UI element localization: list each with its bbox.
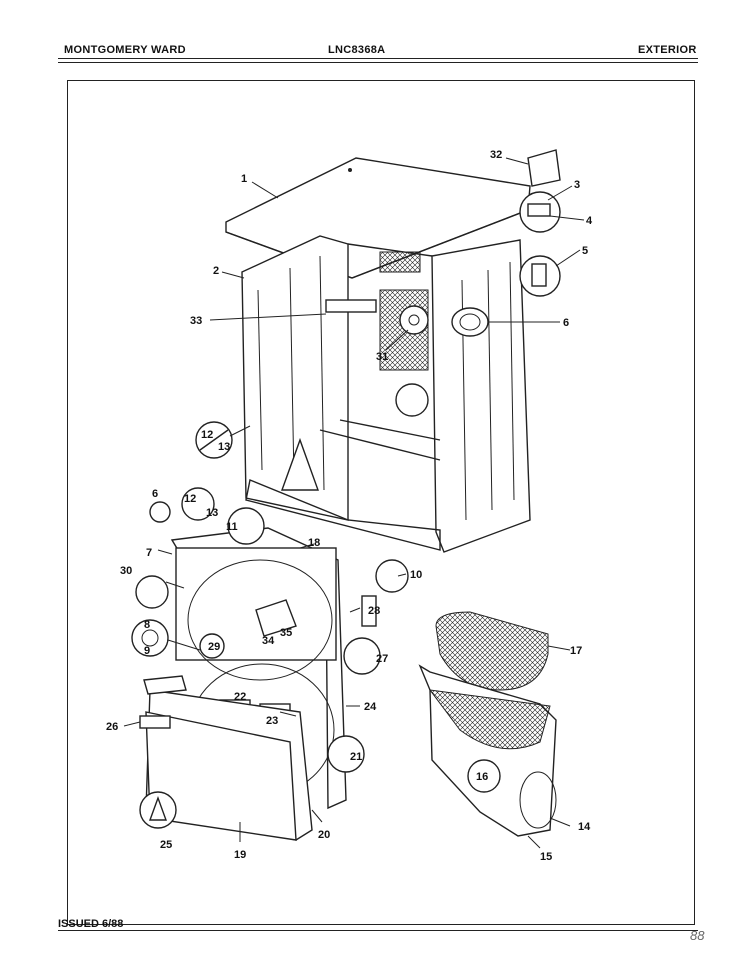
callout-6-rear: 6 [563, 317, 569, 329]
callout-9: 9 [144, 645, 150, 657]
model-number: LNC8368A [328, 44, 386, 56]
callout-2: 2 [213, 265, 219, 277]
callout-33: 33 [190, 315, 202, 327]
callout-11: 11 [226, 521, 238, 533]
lint-filter [435, 611, 549, 691]
callout-31: 31 [376, 351, 388, 363]
brand-label: MONTGOMERY WARD [64, 44, 186, 56]
callout-25: 25 [160, 839, 172, 851]
door-assembly [139, 675, 365, 841]
callout-22: 22 [234, 691, 246, 703]
callout-12-front: 12 [184, 493, 196, 505]
handwritten-mark: 88 [690, 928, 705, 943]
callout-10: 10 [410, 569, 422, 581]
callout-24: 24 [364, 701, 377, 713]
callout-32: 32 [490, 149, 502, 161]
callout-5: 5 [582, 245, 588, 257]
rear-hardware [399, 149, 561, 337]
cabinet [241, 235, 531, 553]
diagram-frame [67, 80, 695, 925]
callout-4: 4 [586, 215, 593, 227]
callout-1: 1 [241, 173, 247, 185]
callout-27: 27 [376, 653, 388, 665]
callout-23: 23 [266, 715, 278, 727]
leader-lines [123, 157, 585, 849]
callout-17: 17 [570, 645, 582, 657]
footer-rule [58, 930, 698, 931]
callout-20: 20 [318, 829, 330, 841]
callout-14: 14 [578, 821, 591, 833]
callout-26: 26 [106, 721, 118, 733]
hinge-detail [195, 421, 233, 459]
callout-6-front: 6 [152, 488, 158, 500]
section-title: EXTERIOR [638, 44, 697, 56]
callout-28: 28 [368, 605, 380, 617]
callout-18: 18 [308, 537, 320, 549]
callout-34: 34 [262, 635, 275, 647]
callout-30: 30 [120, 565, 132, 577]
callout-13-cabinet: 13 [218, 441, 230, 453]
callout-3: 3 [574, 179, 580, 191]
callout-21: 21 [350, 751, 362, 763]
callout-19: 19 [234, 849, 246, 861]
issue-date: ISSUED 6/88 [58, 918, 124, 930]
callout-13-front: 13 [206, 507, 218, 519]
air-duct [418, 664, 557, 837]
callout-16: 16 [476, 771, 488, 783]
header-rule [58, 58, 698, 59]
header-rule-secondary [58, 62, 698, 63]
callout-35: 35 [280, 627, 292, 639]
callout-12-cabinet: 12 [201, 429, 213, 441]
callout-labels: 1 2 3 4 5 6 31 32 33 12 13 6 12 13 11 18… [106, 149, 593, 863]
callout-8: 8 [144, 619, 150, 631]
callout-29: 29 [208, 641, 220, 653]
callout-7: 7 [146, 547, 152, 559]
callout-15: 15 [540, 851, 552, 863]
